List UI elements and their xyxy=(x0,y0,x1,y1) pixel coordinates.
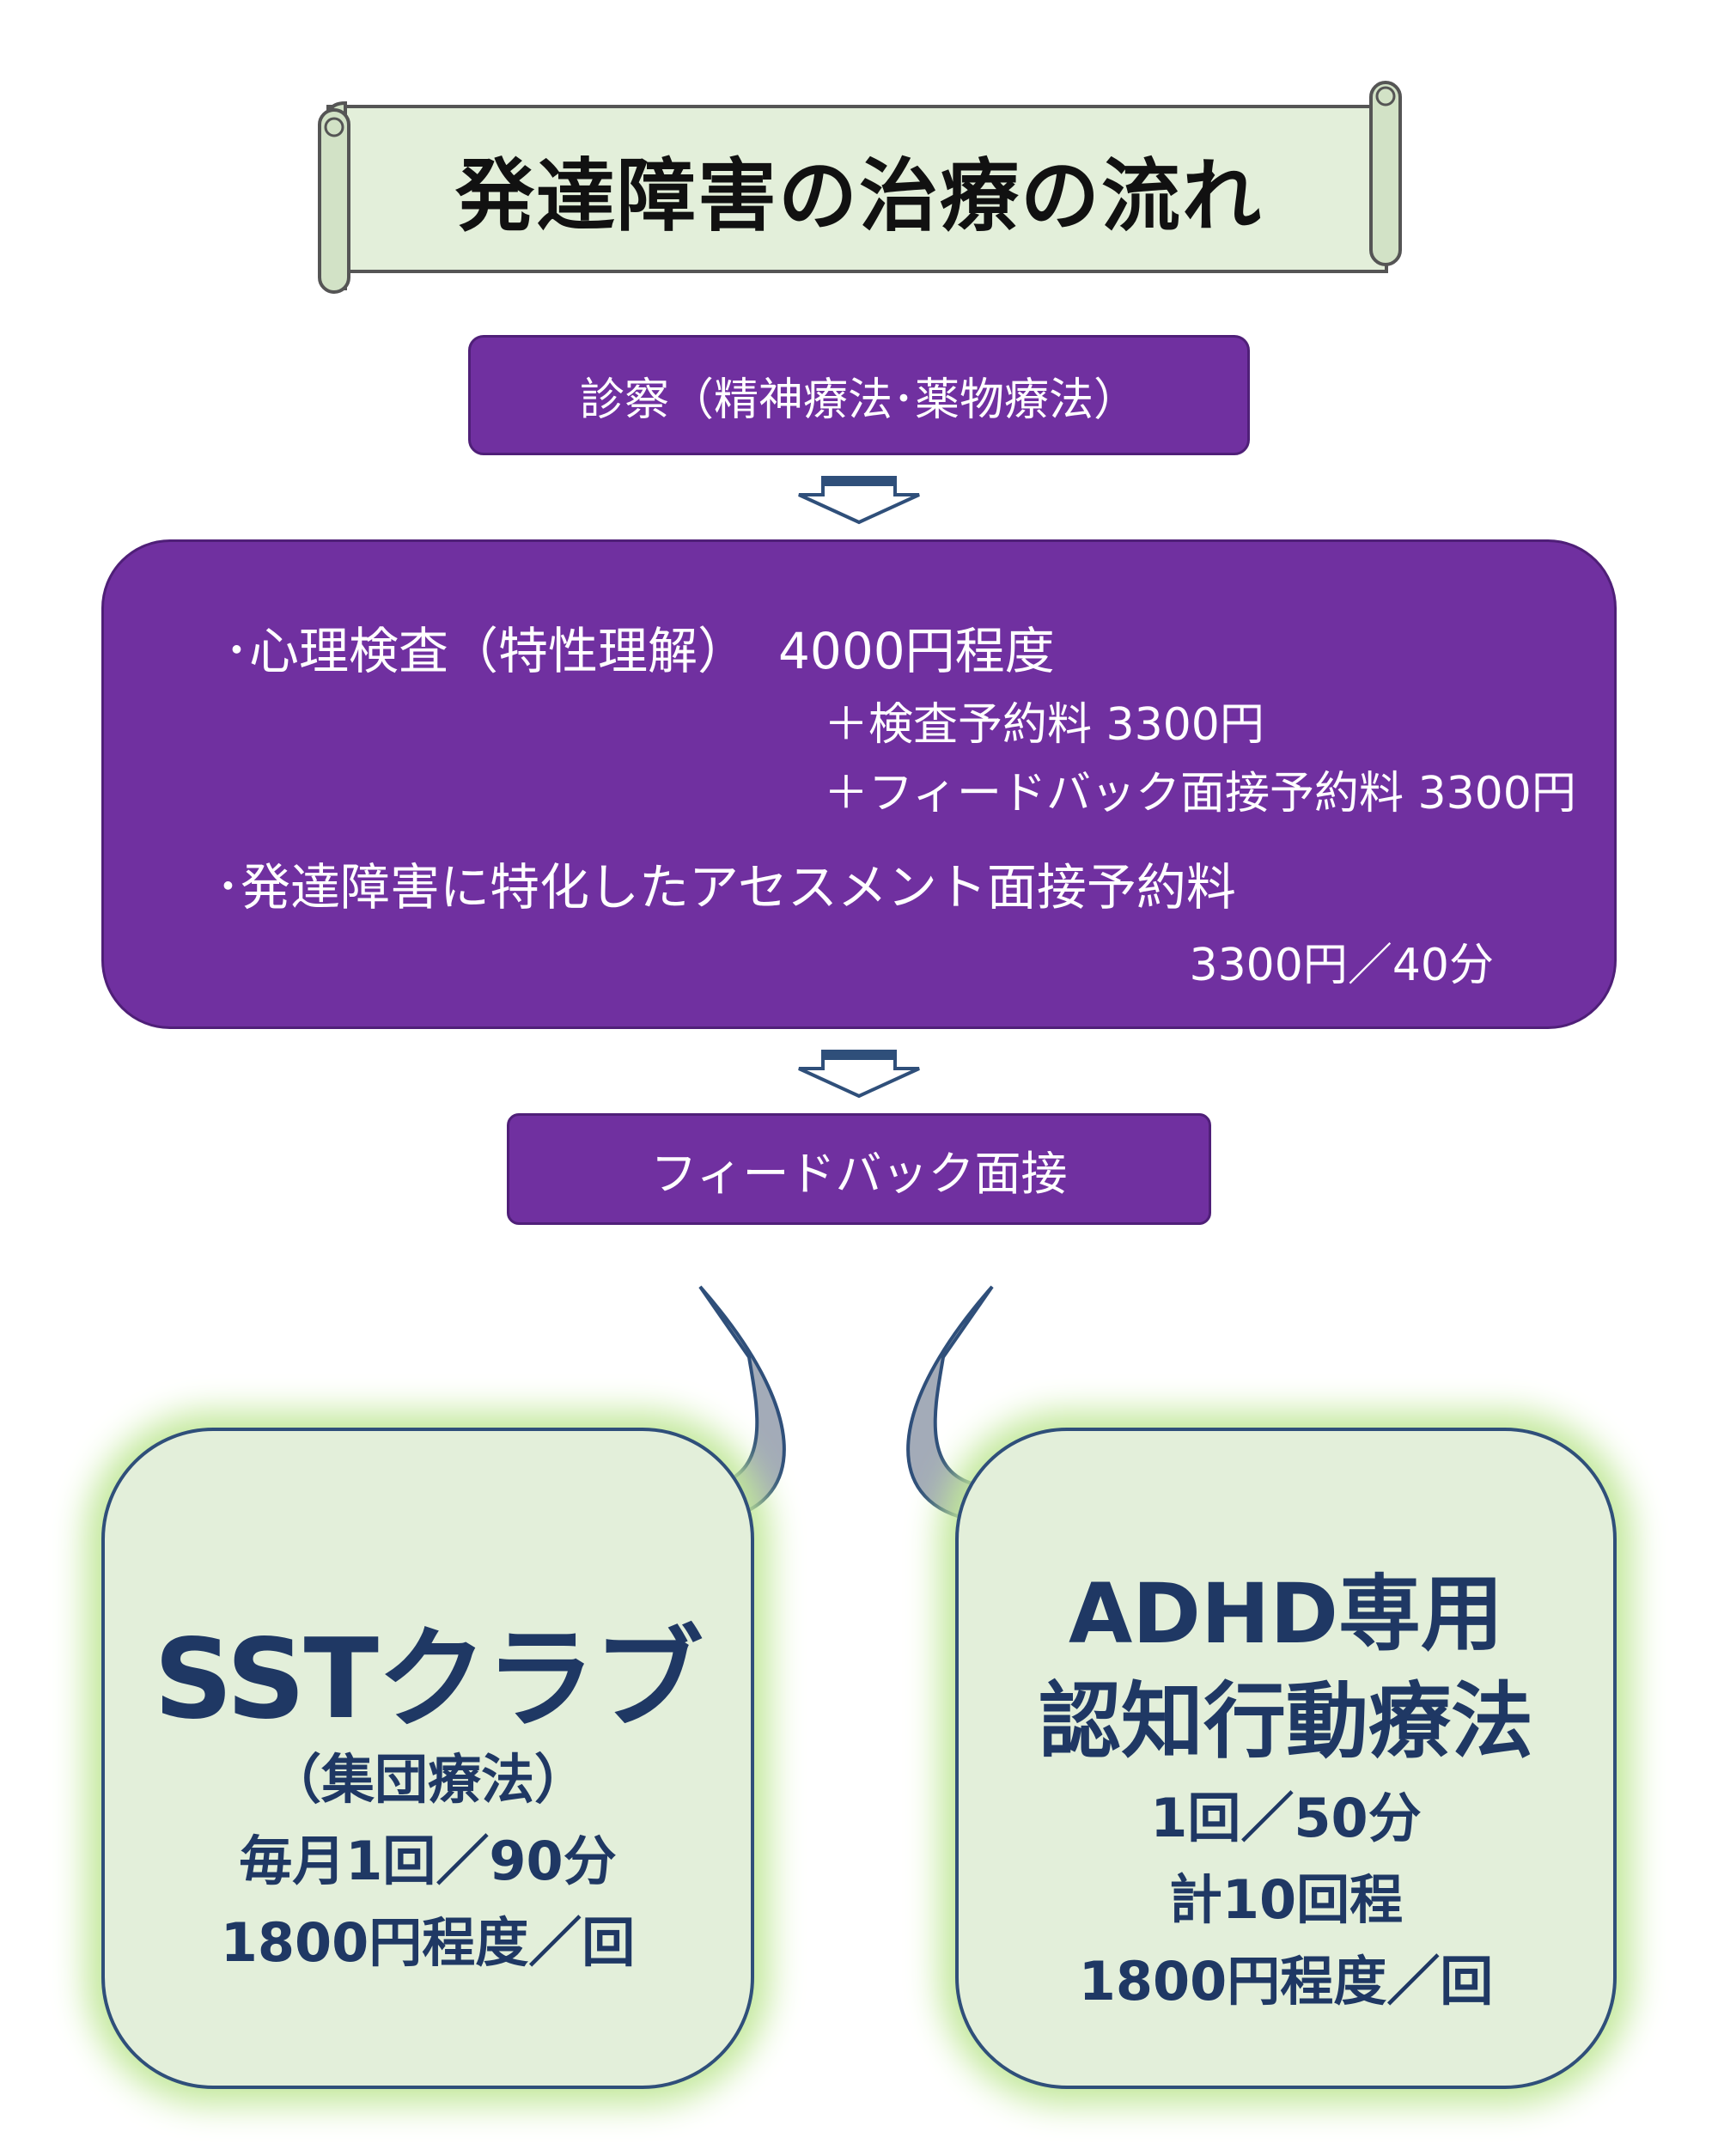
adhd-cbt-box: ADHD専用 認知行動療法 1回／50分 計10回程 1800円程度／回 xyxy=(955,1428,1617,2089)
psych-test-label: ･心理検査（特性理解） xyxy=(224,622,748,680)
psych-test-box: ･心理検査（特性理解） 4000円程度 ＋検査予約料 3300円 ＋フィードバック… xyxy=(101,539,1617,1029)
feedback-label: フィードバック面接 xyxy=(650,1146,1068,1201)
title-scroll-banner xyxy=(318,81,1402,294)
sst-club-box: SSTクラブ （集団療法） 毎月1回／90分 1800円程度／回 xyxy=(101,1428,754,2089)
adhd-count: 計10回程 xyxy=(1168,1868,1404,1931)
sst-subtitle: （集団療法） xyxy=(267,1748,588,1811)
adhd-title-line2: 認知行動療法 xyxy=(1039,1673,1533,1769)
psych-test-item: ･心理検査（特性理解） 4000円程度 xyxy=(224,611,1055,683)
adhd-price: 1800円程度／回 xyxy=(1078,1950,1494,2013)
assessment-interview-label: ･発達障害に特化したアセスメント面接予約料 xyxy=(216,858,1236,917)
feedback-reservation-fee: ＋フィードバック面接予約料 3300円 xyxy=(824,768,1576,819)
adhd-title-line1: ADHD専用 xyxy=(1068,1566,1503,1662)
diagnosis-label: 診察（精神療法･薬物療法） xyxy=(579,374,1138,426)
adhd-session: 1回／50分 xyxy=(1150,1787,1422,1849)
psych-test-price: 4000円程度 xyxy=(778,622,1055,680)
test-reservation-fee: ＋検査予約料 3300円 xyxy=(824,699,1264,751)
sst-title: SSTクラブ xyxy=(154,1616,704,1744)
sst-price: 1800円程度／回 xyxy=(220,1911,636,1974)
sst-frequency: 毎月1回／90分 xyxy=(239,1830,617,1892)
assessment-interview-price: 3300円／40分 xyxy=(1189,940,1494,991)
page-title: 発達障害の治療の流れ xyxy=(454,149,1263,242)
feedback-box: フィードバック面接 xyxy=(507,1113,1211,1225)
diagnosis-box: 診察（精神療法･薬物療法） xyxy=(468,335,1250,455)
